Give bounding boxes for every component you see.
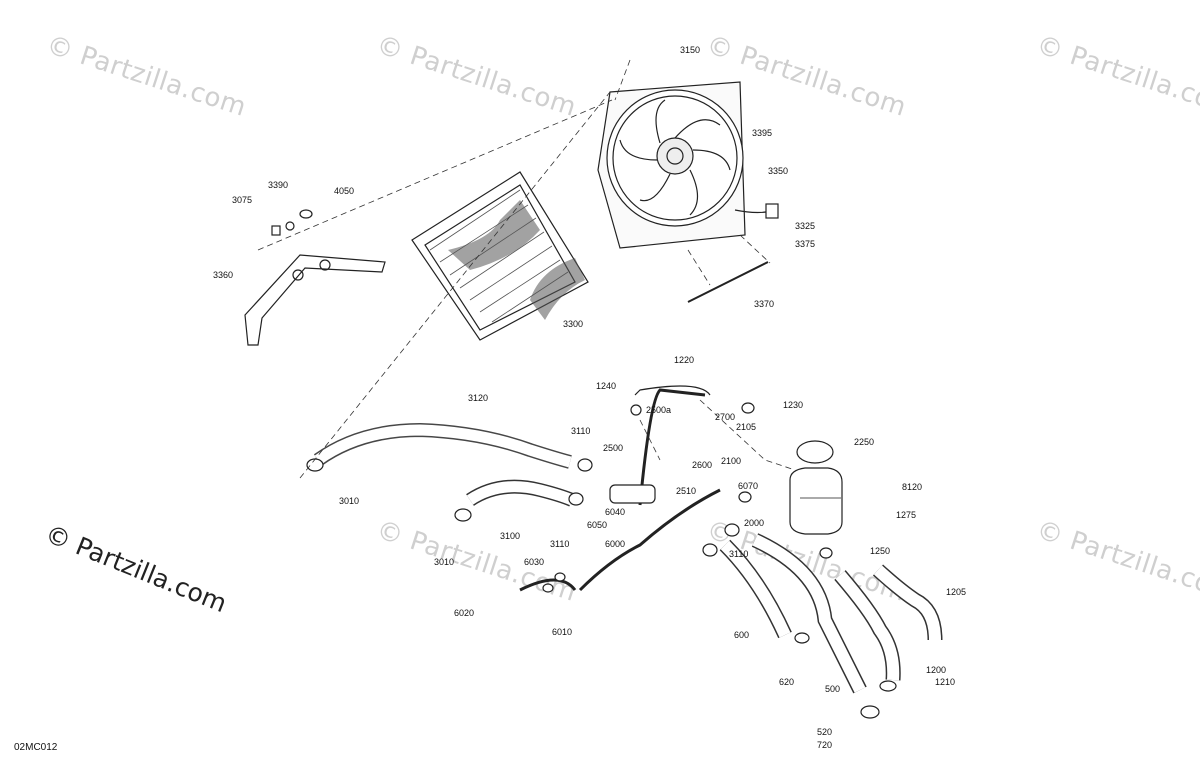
part-callout-2700: 2700 [715, 412, 736, 422]
part-callout-8120: 8120 [902, 482, 923, 492]
diagram-code: 02MC012 [14, 742, 58, 753]
part-callout-3110: 3110 [571, 426, 591, 436]
part-callout-3360: 3360 [213, 270, 234, 280]
fan-assembly [597, 81, 779, 249]
part-callout-3010: 3010 [434, 557, 455, 567]
part-callout-4050: 4050 [334, 186, 355, 196]
part-callout-1275: 1275 [896, 510, 917, 520]
part-callout-1205: 1205 [946, 587, 967, 597]
part-callout-2250: 2250 [854, 437, 875, 447]
mounting-bracket [244, 209, 386, 346]
part-callout-1250: 1250 [870, 546, 891, 556]
part-callout-3325: 3325 [795, 221, 816, 231]
part-callout-2600: 2600 [692, 460, 713, 470]
part-callout-3300: 3300 [563, 319, 584, 329]
coolant-reservoir [789, 440, 843, 535]
part-callout-500: 500 [825, 684, 841, 694]
part-callout-3010: 3010 [339, 496, 360, 506]
part-callout-1240: 1240 [596, 381, 617, 391]
part-callout-3395: 3395 [752, 128, 773, 138]
part-callout-3110: 3110 [550, 539, 570, 549]
part-callout-6030: 6030 [524, 557, 545, 567]
part-callout-6070: 6070 [738, 481, 759, 491]
radiator [411, 171, 589, 341]
part-callout-6000: 6000 [605, 539, 626, 549]
part-callout-6020: 6020 [454, 608, 475, 618]
part-callout-1220: 1220 [674, 355, 695, 365]
assembly-lines [257, 59, 796, 479]
support-rod [687, 261, 769, 303]
part-callout-6050: 6050 [587, 520, 608, 530]
part-callout-3120: 3120 [468, 393, 489, 403]
part-callout-2500: 2500 [603, 443, 624, 453]
part-callout-2500a: 2500a [646, 405, 672, 415]
part-callout-6010: 6010 [552, 627, 573, 637]
part-callout-3100: 3100 [500, 531, 521, 541]
part-callout-600: 600 [734, 630, 750, 640]
part-callout-3150: 3150 [680, 45, 701, 55]
part-callout-620: 620 [779, 677, 795, 687]
part-callout-3370: 3370 [754, 299, 775, 309]
part-callout-1200: 1200 [926, 665, 947, 675]
hose-clamps [306, 402, 897, 719]
part-callout-3390: 3390 [268, 180, 289, 190]
part-callout-3110: 3110 [729, 549, 749, 559]
part-callout-1230: 1230 [783, 400, 804, 410]
part-callout-2100: 2100 [721, 456, 742, 466]
part-callout-1210: 1210 [935, 677, 956, 687]
part-callout-2510: 2510 [676, 486, 697, 496]
hoses [313, 385, 943, 694]
part-callout-6040: 6040 [605, 507, 626, 517]
thermostat-housing [609, 484, 656, 504]
part-callout-520: 520 [817, 727, 833, 737]
part-callout-2105: 2105 [736, 422, 757, 432]
part-callout-2000: 2000 [744, 518, 765, 528]
part-callout-3375: 3375 [795, 239, 816, 249]
part-callout-3075: 3075 [232, 195, 253, 205]
part-callout-3350: 3350 [768, 166, 789, 176]
part-callout-720: 720 [817, 740, 833, 750]
